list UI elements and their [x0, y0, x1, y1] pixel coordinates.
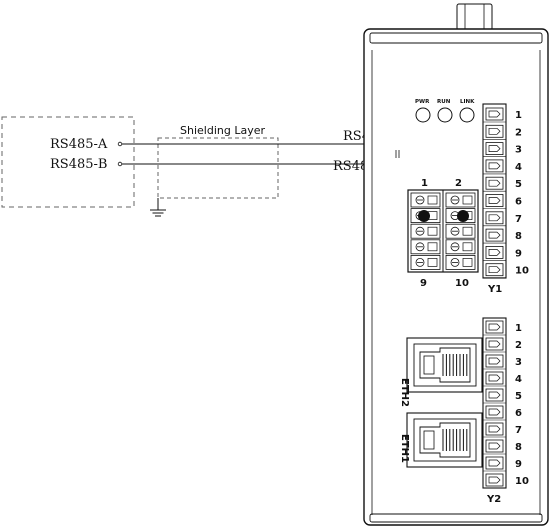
y2-pin-number: 3	[515, 357, 522, 368]
y1-pin-number: 6	[515, 197, 522, 208]
y2-pin-number: 10	[515, 476, 529, 487]
y1-pin-number: 4	[515, 162, 522, 173]
y1-pin: 6	[483, 194, 522, 209]
y2-pin-number: 7	[515, 425, 522, 436]
run-led	[437, 107, 453, 123]
y1-pin-number: 7	[515, 214, 522, 225]
eth1-label: ETH1	[399, 434, 410, 463]
terminal-block	[407, 189, 479, 273]
terminal-screw-8	[445, 239, 476, 255]
index-marks	[395, 150, 400, 158]
terminal-bottom-label-9: 9	[420, 278, 427, 289]
y1-pin-number: 8	[515, 231, 522, 242]
y1-pin: 3	[483, 142, 522, 157]
y1-pin: 7	[483, 211, 522, 227]
y2-pin: 10	[483, 473, 529, 489]
y2-pin-number: 5	[515, 391, 522, 402]
antenna-connector	[456, 3, 493, 31]
y2-pin-number: 9	[515, 459, 522, 470]
y1-pin-number: 1	[515, 110, 522, 121]
y2-pin: 4	[483, 371, 522, 387]
source-label-a: RS485-A	[50, 137, 108, 152]
pwr-led	[415, 107, 431, 123]
terminal-top-label-1: 1	[421, 178, 428, 189]
connection-dot-a	[418, 210, 430, 222]
shielding-layer-label: Shielding Layer	[180, 124, 265, 137]
y1-pin-number: 10	[515, 266, 529, 277]
source-terminal-b	[117, 161, 123, 167]
y1-pin: 8	[483, 228, 522, 244]
y2-pin: 9	[483, 456, 522, 472]
y2-pin-number: 6	[515, 408, 522, 419]
y1-label: Y1	[487, 284, 502, 295]
y2-pin: 6	[483, 405, 522, 421]
source-label-b: RS485-B	[50, 157, 107, 172]
led-label-link: LINK	[460, 99, 475, 105]
y2-pin: 3	[483, 354, 522, 370]
y2-pin: 1	[483, 320, 522, 336]
y2-pin-number: 1	[515, 323, 522, 334]
terminal-screw-7	[410, 239, 441, 255]
y2-pin: 2	[483, 337, 522, 353]
y2-label: Y2	[486, 494, 501, 505]
led-label-run: RUN	[437, 99, 451, 105]
y1-pin-number: 5	[515, 179, 522, 190]
y1-pin: 9	[483, 245, 522, 261]
terminal-screw-10	[445, 254, 476, 270]
source-terminal-a	[117, 141, 123, 147]
y2-pin-number: 4	[515, 374, 522, 385]
eth2-port	[406, 337, 483, 393]
connection-dot-b	[457, 210, 469, 222]
y2-pin-number: 2	[515, 340, 522, 351]
y2-pin: 7	[483, 422, 522, 438]
y1-pin-number: 3	[515, 145, 522, 156]
y2-pin: 8	[483, 439, 522, 455]
led-label-pwr: PWR	[415, 99, 430, 105]
y1-connector: 1 2 3 4 5 6 7 8 9 10	[482, 103, 529, 279]
y1-pin: 2	[483, 124, 522, 140]
link-led	[459, 107, 475, 123]
y2-connector: 1 2 3 4 5 6 7 8 9 10	[482, 317, 529, 489]
terminal-screw-1	[410, 192, 441, 208]
terminal-top-label-2: 2	[455, 178, 462, 189]
y2-pin: 5	[483, 388, 522, 404]
device-bottom-band	[369, 513, 543, 523]
eth1-port	[406, 412, 483, 468]
terminal-screw-6	[445, 223, 476, 239]
y1-pin: 10	[483, 263, 529, 279]
terminal-screw-5	[410, 223, 441, 239]
y1-pin-number: 9	[515, 248, 522, 259]
y1-pin: 4	[483, 159, 522, 175]
eth2-label: ETH2	[399, 378, 410, 407]
source-device-box	[1, 116, 135, 208]
y1-pin: 1	[483, 107, 522, 123]
y2-pin-number: 8	[515, 442, 522, 453]
y1-pin: 5	[483, 176, 522, 192]
device-top-band	[369, 32, 543, 44]
terminal-screw-9	[410, 254, 441, 270]
y1-pin-number: 2	[515, 127, 522, 138]
shielding-layer-box	[157, 137, 279, 199]
terminal-screw-2	[445, 192, 476, 208]
terminal-bottom-label-10: 10	[455, 278, 469, 289]
ground-icon	[150, 198, 166, 217]
